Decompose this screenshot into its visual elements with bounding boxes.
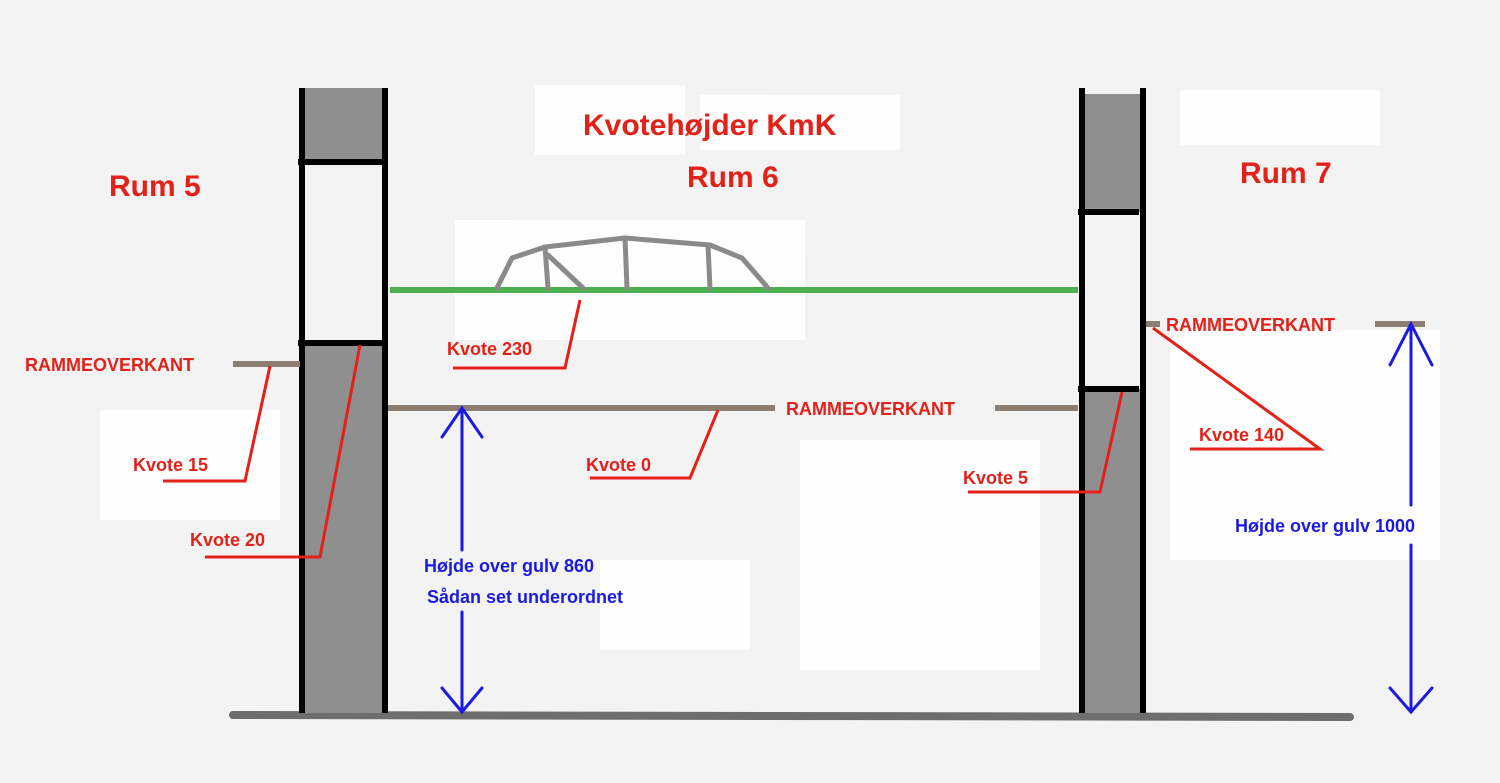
left-wall-lower-fill xyxy=(304,343,384,713)
train-bridge-sketch xyxy=(494,235,771,291)
kvote-label-20: Kvote 20 xyxy=(190,530,266,550)
background-smudges xyxy=(100,85,1440,670)
leader-kvote-230 xyxy=(453,299,582,370)
diagram-title: Kvotehøjder KmK xyxy=(583,109,837,142)
kvote-label-0: Kvote 0 xyxy=(586,455,652,475)
height-arrow-center xyxy=(440,405,484,715)
kvote-label-5: Kvote 5 xyxy=(963,468,1029,488)
height-label-right: Højde over gulv 1000 xyxy=(1235,516,1416,536)
leader-lines xyxy=(163,299,1325,559)
leader-kvote-20 xyxy=(205,344,362,559)
kvote-label-15: Kvote 15 xyxy=(133,455,209,475)
floor-line xyxy=(229,711,1354,721)
leader-kvote-140 xyxy=(1152,326,1325,451)
height-label-center-line1: Højde over gulv 860 xyxy=(424,556,595,576)
leader-kvote-5 xyxy=(968,391,1124,494)
left-wall-upper-fill xyxy=(304,88,384,162)
frame-label-center: RAMMEOVERKANT xyxy=(786,399,955,419)
height-arrow-right xyxy=(1388,320,1434,715)
room-label-center: Rum 6 xyxy=(687,161,779,194)
frame-label-right: RAMMEOVERKANT xyxy=(1166,315,1335,335)
room-label-right: Rum 7 xyxy=(1240,157,1332,190)
kvote-label-140: Kvote 140 xyxy=(1199,425,1285,445)
height-label-center-line2: Sådan set underordnet xyxy=(427,587,624,607)
right-wall xyxy=(1078,88,1146,713)
leader-kvote-0 xyxy=(590,409,720,480)
leader-kvote-15 xyxy=(163,365,272,483)
frame-label-left: RAMMEOVERKANT xyxy=(25,355,194,375)
right-wall-lower-fill xyxy=(1084,389,1141,713)
kvote-label-230: Kvote 230 xyxy=(447,339,533,359)
room-label-left: Rum 5 xyxy=(109,170,201,203)
left-wall xyxy=(298,88,388,713)
right-wall-upper-fill xyxy=(1084,94,1141,212)
